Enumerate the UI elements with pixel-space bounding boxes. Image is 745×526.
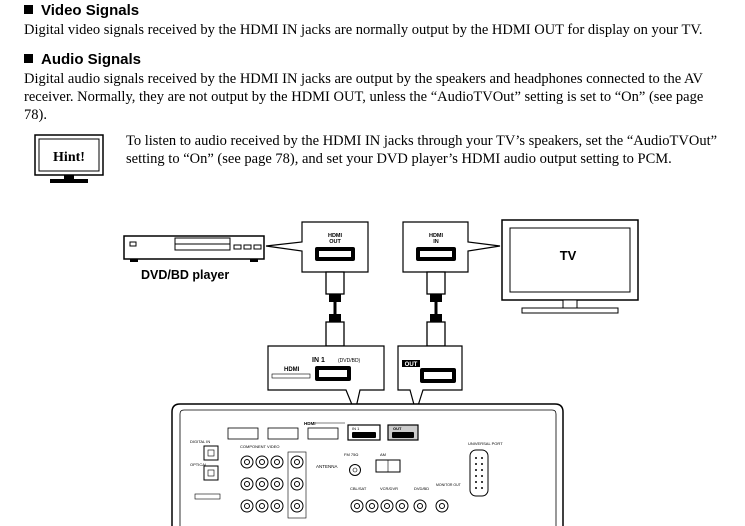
receiver-hdmi-in-callout: IN 1 (DVD/BD) HDMI (267, 345, 385, 414)
svg-text:IN 1: IN 1 (352, 426, 360, 431)
hint-text: To listen to audio received by the HDMI … (126, 133, 718, 167)
hint-tv-icon: Hint! (34, 134, 104, 183)
svg-text:HDMI: HDMI (328, 233, 343, 239)
audio-signals-text: Digital audio signals received by the HD… (24, 71, 704, 123)
section-heading-audio: Audio Signals (24, 51, 141, 68)
svg-text:UNIVERSAL PORT: UNIVERSAL PORT (468, 441, 503, 446)
svg-text:AM: AM (380, 452, 386, 457)
svg-text:HDMI: HDMI (304, 421, 316, 426)
svg-text:FM 75Ω: FM 75Ω (344, 452, 358, 457)
dvd-player-label: DVD/BD player (141, 268, 229, 282)
svg-text:HDMI: HDMI (284, 367, 300, 373)
hdmi-connection-diagram: DVD/BD player HDMI OUT HDMI IN TV (123, 219, 639, 526)
svg-text:OUT: OUT (405, 362, 418, 368)
svg-text:ANTENNA: ANTENNA (316, 464, 338, 469)
hdmi-cable-right (426, 271, 446, 347)
bullet-square-icon (24, 5, 33, 14)
svg-text:IN 1: IN 1 (312, 357, 325, 364)
section-heading-video: Video Signals (24, 2, 139, 19)
video-signals-text: Digital video signals received by the HD… (24, 22, 703, 38)
svg-text:IN: IN (433, 239, 439, 245)
svg-text:DIGITAL IN: DIGITAL IN (190, 439, 210, 444)
svg-text:MONITOR OUT: MONITOR OUT (436, 483, 462, 487)
svg-text:CBL/SAT: CBL/SAT (350, 486, 367, 491)
svg-text:DVD/BD: DVD/BD (414, 486, 429, 491)
svg-text:OPTICAL: OPTICAL (190, 462, 208, 467)
svg-text:HDMI: HDMI (429, 233, 444, 239)
tv-icon (501, 219, 639, 314)
tv-label: TV (560, 248, 577, 263)
svg-text:VCR/DVR: VCR/DVR (380, 486, 398, 491)
dvd-player-icon (123, 235, 265, 262)
svg-text:OUT: OUT (329, 239, 341, 245)
svg-text:COMPONENT VIDEO: COMPONENT VIDEO (240, 444, 280, 449)
svg-text:OUT: OUT (393, 426, 402, 431)
av-receiver-rear-panel: HDMI IN 1 OUT DIGITAL IN OPTICAL COMPONE… (171, 403, 564, 526)
hdmi-out-callout: HDMI OUT (265, 221, 369, 273)
hdmi-cable-left (325, 271, 345, 347)
hdmi-in-callout: HDMI IN (402, 221, 501, 273)
bullet-square-icon (24, 54, 33, 63)
hint-label: Hint! (53, 150, 85, 165)
receiver-hdmi-out-callout: OUT (397, 345, 463, 415)
svg-text:(DVD/BD): (DVD/BD) (338, 358, 361, 364)
